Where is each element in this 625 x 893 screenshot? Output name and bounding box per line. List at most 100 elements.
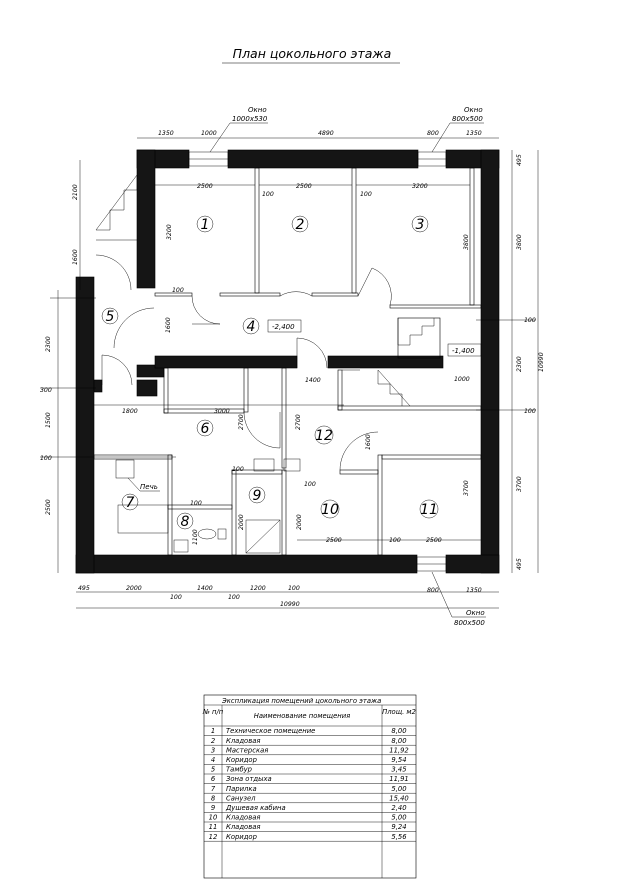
svg-text:495: 495: [516, 154, 523, 166]
svg-text:10990: 10990: [280, 601, 300, 608]
table-cell: 10: [209, 814, 218, 822]
svg-text:2700: 2700: [238, 414, 245, 430]
table-cell: 5: [211, 766, 215, 774]
interior-walls: [93, 167, 482, 556]
svg-text:2300: 2300: [516, 356, 523, 372]
room-number: 11: [420, 502, 438, 518]
room-labels: 1 2 3 4 5 6 7 8 9 10 11 12: [101, 215, 439, 530]
table-header: Наименование помещения: [254, 712, 350, 720]
svg-text:3700: 3700: [463, 480, 470, 496]
svg-text:100: 100: [172, 287, 184, 294]
table-cell: 9,24: [391, 823, 406, 831]
svg-text:100: 100: [524, 317, 536, 324]
stairs: [95, 174, 435, 407]
table-cell: Зона отдыха: [226, 775, 272, 783]
svg-text:1000x530: 1000x530: [232, 115, 268, 123]
svg-text:1800: 1800: [122, 408, 138, 415]
svg-text:100: 100: [40, 455, 52, 462]
room-number: 10: [321, 502, 339, 518]
table-cell: Тамбур: [226, 766, 252, 774]
svg-text:495: 495: [78, 585, 90, 592]
svg-text:2500: 2500: [296, 183, 312, 190]
svg-text:2500: 2500: [426, 537, 442, 544]
room-number: 8: [181, 514, 190, 530]
svg-text:Окно: Окно: [466, 609, 485, 617]
svg-text:3800: 3800: [516, 234, 523, 250]
room-number: 12: [315, 428, 333, 444]
svg-text:100: 100: [228, 594, 240, 601]
table-cell: Техническое помещение: [226, 727, 315, 735]
room-number: 6: [201, 421, 210, 437]
table-cell: Душевая кабина: [225, 804, 286, 812]
table-cell: 9: [211, 804, 215, 812]
svg-text:1600: 1600: [72, 249, 79, 265]
svg-text:2100: 2100: [72, 184, 79, 200]
room-number: 7: [126, 495, 135, 511]
table-cell: 4: [211, 756, 215, 764]
svg-text:2000: 2000: [296, 514, 303, 530]
svg-text:1350: 1350: [466, 587, 482, 594]
room-number: 2: [296, 217, 305, 233]
room-number: 1: [201, 217, 210, 233]
svg-text:1600: 1600: [165, 317, 172, 333]
svg-text:1400: 1400: [197, 585, 213, 592]
svg-text:2500: 2500: [326, 537, 342, 544]
svg-text:3200: 3200: [166, 224, 173, 240]
explication-table: Экспликация помещений цокольного этажа №…: [202, 694, 417, 879]
svg-text:2300: 2300: [45, 336, 52, 352]
table-cell: 6: [211, 775, 216, 783]
table-cell: Кладовая: [226, 737, 260, 745]
svg-text:1400: 1400: [305, 377, 321, 384]
table-cell: Кладовая: [226, 823, 260, 831]
table-cell: 15,40: [389, 794, 408, 802]
svg-text:3000: 3000: [214, 408, 230, 415]
table-cell: 3: [211, 746, 215, 754]
svg-text:2500: 2500: [45, 499, 52, 515]
svg-text:4890: 4890: [318, 130, 334, 137]
table-cell: 11: [209, 823, 218, 831]
svg-text:100: 100: [232, 466, 244, 473]
table-caption: Экспликация помещений цокольного этажа: [221, 697, 381, 705]
svg-text:Окно: Окно: [248, 106, 267, 114]
svg-text:1100: 1100: [192, 529, 199, 545]
svg-text:1350: 1350: [466, 130, 482, 137]
table-cell: 8,00: [391, 727, 406, 735]
table-cell: 11,92: [389, 746, 408, 754]
doors: [95, 254, 392, 471]
svg-text:100: 100: [262, 191, 274, 198]
table-cell: 5,00: [391, 814, 406, 822]
table-cell: 12: [209, 833, 218, 841]
dimension-lines: [40, 137, 539, 609]
exterior-walls: [75, 149, 500, 574]
svg-text:495: 495: [516, 558, 523, 570]
svg-text:3800: 3800: [463, 234, 470, 250]
svg-text:1200: 1200: [250, 585, 266, 592]
svg-text:2000: 2000: [126, 585, 142, 592]
table-cell: 8,00: [391, 737, 406, 745]
svg-text:2700: 2700: [295, 414, 302, 430]
table-cell: Санузел: [226, 794, 256, 802]
svg-text:3700: 3700: [516, 476, 523, 492]
page-title: План цокольного этажа: [233, 46, 392, 61]
level-mark: -1,400: [452, 347, 475, 355]
table-cell: Парилка: [226, 785, 257, 793]
table-cell: Мастерская: [226, 746, 268, 754]
stove-label: Печь: [140, 483, 158, 491]
table-cell: 11,91: [389, 775, 408, 783]
svg-text:1000: 1000: [201, 130, 217, 137]
svg-text:2000: 2000: [238, 514, 245, 530]
level-mark-box: [447, 343, 482, 357]
svg-text:10990: 10990: [538, 352, 545, 372]
level-mark: -2,400: [272, 323, 295, 331]
svg-text:1500: 1500: [45, 412, 52, 428]
table-cell: Кладовая: [226, 814, 260, 822]
svg-text:1000: 1000: [454, 376, 470, 383]
svg-text:100: 100: [360, 191, 372, 198]
table-cell: 2: [211, 737, 215, 745]
room-number: 9: [253, 488, 262, 504]
dimension-labels: 1350 1000 4890 800 1350 495 2000 1400 12…: [40, 130, 545, 608]
svg-text:3200: 3200: [412, 183, 428, 190]
svg-text:100: 100: [170, 594, 182, 601]
level-mark-box: [267, 319, 302, 333]
table-cell: 5,00: [391, 785, 406, 793]
